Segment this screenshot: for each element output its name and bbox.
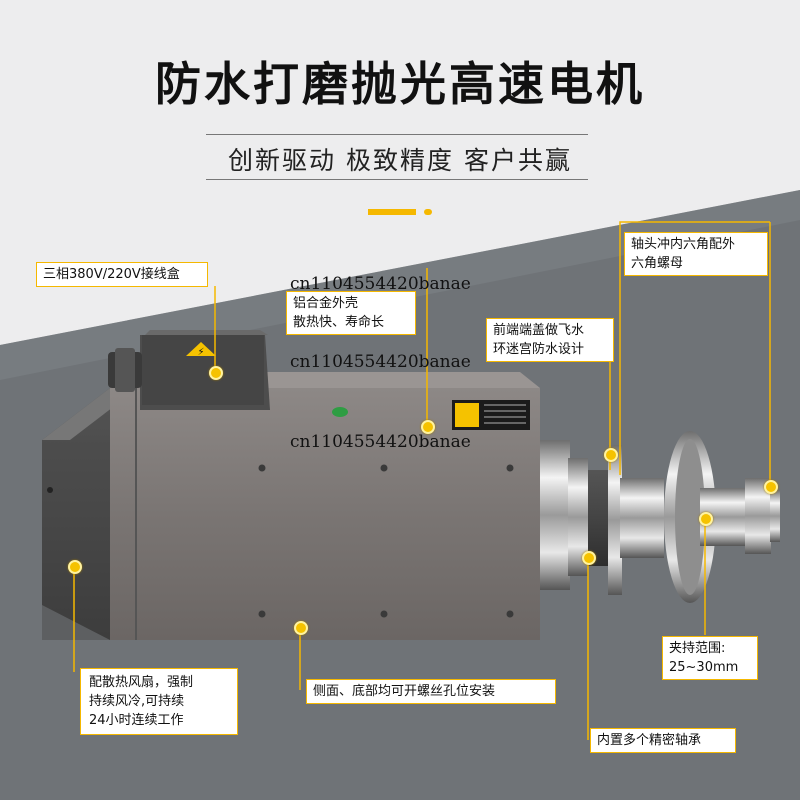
label-mounting: 侧面、底部均可开螺丝孔位安装: [306, 679, 556, 704]
divider-top: [206, 134, 588, 135]
callout-dot-junction-box: [209, 366, 223, 380]
callout-dot-fan: [68, 560, 82, 574]
label-mounting-text: 侧面、底部均可开螺丝孔位安装: [313, 684, 496, 699]
label-junction-box-text: 三相380V/220V接线盒: [43, 267, 180, 282]
label-clamp-range: 夹持范围: 25~30mm: [662, 636, 758, 680]
watermark-3: cn1104554420banae: [290, 432, 471, 452]
callout-dot-housing: [421, 420, 435, 434]
callout-dot-clamp: [699, 512, 713, 526]
watermark-2: cn1104554420banae: [290, 352, 471, 372]
callout-dot-shaft-nut: [764, 480, 778, 494]
label-fan-line2: 持续风冷,可持续: [89, 694, 185, 709]
label-bearings-text: 内置多个精密轴承: [597, 733, 702, 748]
watermark-1: cn1104554420banae: [290, 274, 471, 294]
divider-bottom: [206, 179, 588, 180]
accent-bar: [368, 209, 416, 215]
svg-text:⚡: ⚡: [197, 347, 204, 358]
page-subtitle: 创新驱动 极致精度 客户共赢: [228, 146, 572, 175]
label-shaft-nut: 轴头冲内六角配外 六角螺母: [624, 232, 768, 276]
label-housing-line1: 铝合金外壳: [293, 296, 359, 311]
label-bearings: 内置多个精密轴承: [590, 728, 736, 753]
page-title: 防水打磨抛光高速电机: [155, 57, 645, 111]
accent-dot: [424, 209, 432, 215]
label-front-cover-line2: 环迷宫防水设计: [493, 342, 585, 357]
label-clamp-range-line1: 夹持范围:: [669, 641, 726, 656]
label-housing-line2: 散热快、寿命长: [293, 315, 385, 330]
label-housing: 铝合金外壳 散热快、寿命长: [286, 291, 416, 335]
label-clamp-range-line2: 25~30mm: [669, 660, 739, 675]
label-fan-line3: 24小时连续工作: [89, 713, 184, 728]
callout-dot-bearings: [582, 551, 596, 565]
label-shaft-nut-line1: 轴头冲内六角配外: [631, 237, 736, 252]
label-front-cover: 前端端盖做飞水 环迷宫防水设计: [486, 318, 614, 362]
label-fan: 配散热风扇，强制 持续风冷,可持续 24小时连续工作: [80, 668, 238, 735]
callout-dot-front-cover: [604, 448, 618, 462]
label-front-cover-line1: 前端端盖做飞水: [493, 323, 585, 338]
label-junction-box: 三相380V/220V接线盒: [36, 262, 208, 287]
label-shaft-nut-line2: 六角螺母: [631, 256, 684, 271]
label-fan-line1: 配散热风扇，强制: [89, 675, 194, 690]
callout-dot-mounting: [294, 621, 308, 635]
